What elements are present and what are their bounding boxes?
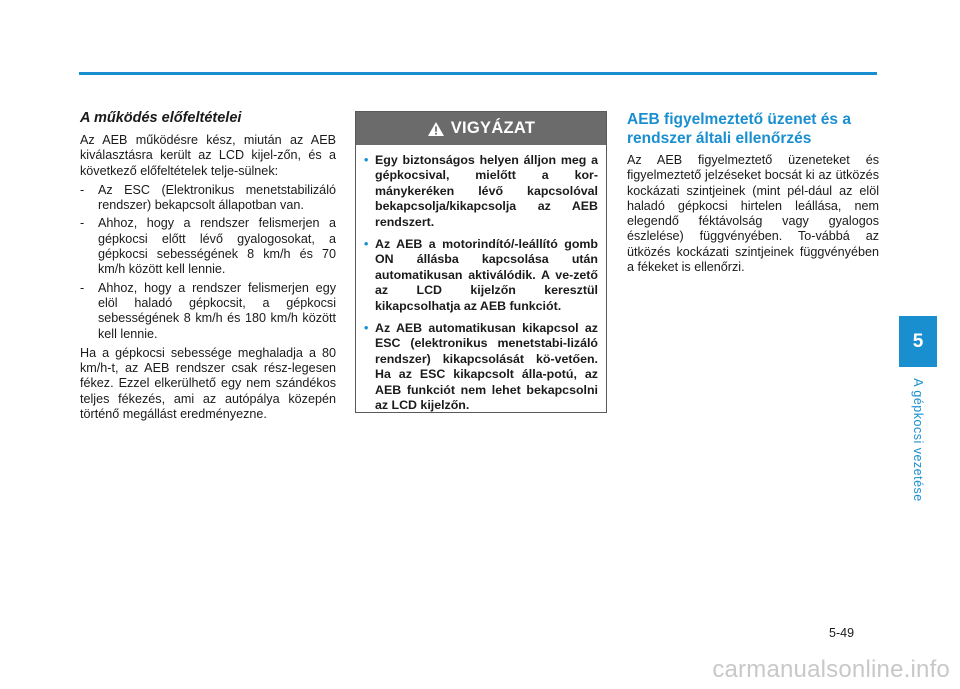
right-section-title: AEB figyelmeztető üzenet és a rendszer á…	[627, 111, 851, 147]
top-rule	[79, 72, 877, 75]
bullet-icon: •	[364, 237, 369, 252]
intro-paragraph: Az AEB működésre kész, miután az AEB kiv…	[80, 133, 336, 178]
warning-icon	[427, 121, 444, 136]
left-column: A működés előfeltételei Az AEB működésre…	[80, 110, 336, 426]
chapter-tab: 5	[899, 316, 937, 367]
watermark: carmanualsonline.info	[712, 656, 950, 683]
caution-box: VIGYÁZAT •Egy biztonságos helyen álljon …	[355, 111, 607, 413]
bullet-icon: •	[364, 153, 369, 167]
list-item: -Ahhoz, hogy a rendszer felismerjen a gé…	[80, 216, 336, 277]
bullet-icon: •	[364, 321, 369, 336]
right-paragraph: Az AEB figyelmeztető üzeneteket és figye…	[627, 153, 879, 275]
right-column: AEB figyelmeztető üzenet és a rendszer á…	[627, 110, 879, 279]
caution-list: •Egy biztonságos helyen álljon meg a gép…	[356, 145, 606, 414]
list-item: -Az ESC (Elektronikus menetstabilizáló r…	[80, 182, 336, 213]
caution-item: •Egy biztonságos helyen álljon meg a gép…	[364, 153, 598, 229]
caution-header: VIGYÁZAT	[356, 112, 606, 145]
caution-title: VIGYÁZAT	[450, 119, 536, 137]
list-item: -Ahhoz, hogy a rendszer felismerjen egy …	[80, 280, 336, 341]
outro-paragraph: Ha a gépkocsi sebessége meghaladja a 80 …	[80, 345, 336, 422]
chapter-label: A gépkocsi vezetése	[911, 378, 925, 502]
page-number: 5-49	[829, 626, 855, 640]
caution-item: •Az AEB a motorindító/-leállító gomb ON …	[364, 237, 598, 313]
section-title: A működés előfeltételei	[80, 110, 242, 126]
caution-item: •Az AEB automatikusan kikapcsol az ESC (…	[364, 321, 598, 413]
conditions-list: -Az ESC (Elektronikus menetstabilizáló r…	[80, 183, 336, 342]
